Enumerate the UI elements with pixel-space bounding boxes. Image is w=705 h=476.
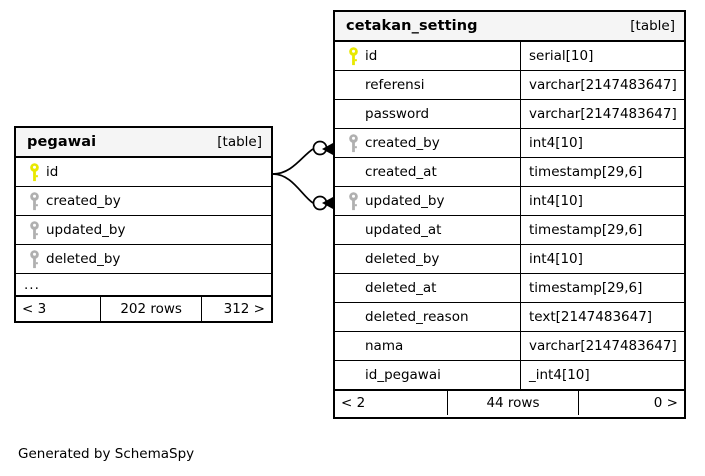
relationship-line-created-by (272, 148, 314, 175)
column-type-label: int4[10] (520, 129, 684, 157)
column-name-label: updated_by (46, 222, 126, 238)
diagram-caption: Generated by SchemaSpy (18, 446, 195, 462)
column-type-label: int4[10] (520, 187, 684, 215)
column-type-label: int4[10] (520, 245, 684, 273)
column-name-label: referensi (365, 77, 425, 93)
column-name-label: deleted_by (365, 251, 440, 267)
table-row[interactable]: id_pegawai _int4[10] (335, 361, 684, 390)
column-cell-name: id (335, 42, 520, 70)
column-name-label: deleted_reason (365, 309, 469, 325)
column-cell-name: nama (335, 332, 520, 360)
column-cell-name: referensi (335, 71, 520, 99)
column-name-label: id (46, 164, 59, 180)
column-name-label: created_at (365, 164, 437, 180)
table-pegawai-header: pegawai [table] (16, 128, 271, 158)
table-row[interactable]: updated_by (16, 216, 271, 245)
table-pegawai-title: pegawai (27, 134, 97, 150)
column-cell-name: created_by (16, 187, 271, 215)
relationship-optional-marker-created-by (312, 140, 328, 156)
table-row[interactable]: password varchar[2147483647] (335, 100, 684, 129)
table-row[interactable]: referensi varchar[2147483647] (335, 71, 684, 100)
column-type-label: timestamp[29,6] (520, 158, 684, 186)
primary-key-icon (24, 162, 44, 182)
more-columns-indicator: ... (16, 274, 271, 296)
column-cell-name: updated_at (335, 216, 520, 244)
table-cetakan-setting[interactable]: cetakan_setting [table] id serial[10] (333, 10, 686, 419)
relationship-line-updated-by (272, 173, 314, 204)
table-pegawai-kind: [table] (217, 134, 262, 150)
relationship-optional-marker-updated-by (312, 195, 328, 211)
table-row[interactable]: deleted_at timestamp[29,6] (335, 274, 684, 303)
column-name-label: updated_at (365, 222, 442, 238)
parent-relations-count[interactable]: < 3 (22, 301, 47, 317)
table-row[interactable]: id serial[10] (335, 42, 684, 71)
table-row[interactable]: created_at timestamp[29,6] (335, 158, 684, 187)
table-row[interactable]: deleted_by (16, 245, 271, 274)
table-pegawai-footer: < 3 202 rows 312 > (16, 296, 271, 321)
column-type-label: timestamp[29,6] (520, 216, 684, 244)
table-pegawai[interactable]: pegawai [table] id (14, 126, 273, 323)
column-cell-name: updated_by (16, 216, 271, 244)
column-name-label: nama (365, 338, 404, 354)
column-type-label: timestamp[29,6] (520, 274, 684, 302)
column-cell-name: deleted_by (16, 245, 271, 273)
column-name-label: deleted_by (46, 251, 121, 267)
table-cetakan-setting-footer: < 2 44 rows 0 > (335, 390, 684, 415)
table-row[interactable]: updated_at timestamp[29,6] (335, 216, 684, 245)
column-name-label: id_pegawai (365, 367, 441, 383)
column-cell-name: id_pegawai (335, 361, 520, 389)
relationship-arrowhead-created-by (322, 143, 333, 155)
table-cetakan-setting-header: cetakan_setting [table] (335, 12, 684, 42)
column-name-label: updated_by (365, 193, 445, 209)
table-row[interactable]: created_by (16, 187, 271, 216)
column-type-label: varchar[2147483647] (520, 100, 684, 128)
foreign-key-icon (343, 191, 363, 211)
column-type-label: _int4[10] (520, 361, 684, 389)
column-cell-name: created_by (335, 129, 520, 157)
column-name-label: created_by (46, 193, 121, 209)
foreign-key-icon (343, 133, 363, 153)
foreign-key-icon (24, 191, 44, 211)
table-row[interactable]: nama varchar[2147483647] (335, 332, 684, 361)
column-cell-name: updated_by (335, 187, 520, 215)
column-cell-name: deleted_at (335, 274, 520, 302)
column-name-label: password (365, 106, 430, 122)
foreign-key-icon (24, 249, 44, 269)
column-name-label: deleted_at (365, 280, 437, 296)
table-cetakan-setting-kind: [table] (630, 18, 675, 34)
column-cell-name: deleted_reason (335, 303, 520, 331)
column-cell-name: deleted_by (335, 245, 520, 273)
column-cell-name: password (335, 100, 520, 128)
child-relations-count[interactable]: 312 > (223, 301, 265, 317)
child-relations-count[interactable]: 0 > (653, 395, 678, 411)
primary-key-icon (343, 46, 363, 66)
column-name-label: created_by (365, 135, 440, 151)
row-count: 202 rows (100, 297, 203, 321)
column-cell-name: id (16, 158, 271, 186)
column-type-label: serial[10] (520, 42, 684, 70)
column-cell-name: created_at (335, 158, 520, 186)
table-row[interactable]: id (16, 158, 271, 187)
relationship-arrowhead-updated-by (322, 197, 333, 209)
row-count: 44 rows (446, 391, 580, 415)
foreign-key-icon (24, 220, 44, 240)
column-type-label: varchar[2147483647] (520, 71, 684, 99)
table-row[interactable]: created_by int4[10] (335, 129, 684, 158)
column-type-label: text[2147483647] (520, 303, 684, 331)
column-name-label: id (365, 48, 378, 64)
table-row[interactable]: updated_by int4[10] (335, 187, 684, 216)
table-cetakan-setting-title: cetakan_setting (346, 18, 478, 34)
parent-relations-count[interactable]: < 2 (341, 395, 366, 411)
table-row[interactable]: deleted_by int4[10] (335, 245, 684, 274)
column-type-label: varchar[2147483647] (520, 332, 684, 360)
table-row[interactable]: deleted_reason text[2147483647] (335, 303, 684, 332)
